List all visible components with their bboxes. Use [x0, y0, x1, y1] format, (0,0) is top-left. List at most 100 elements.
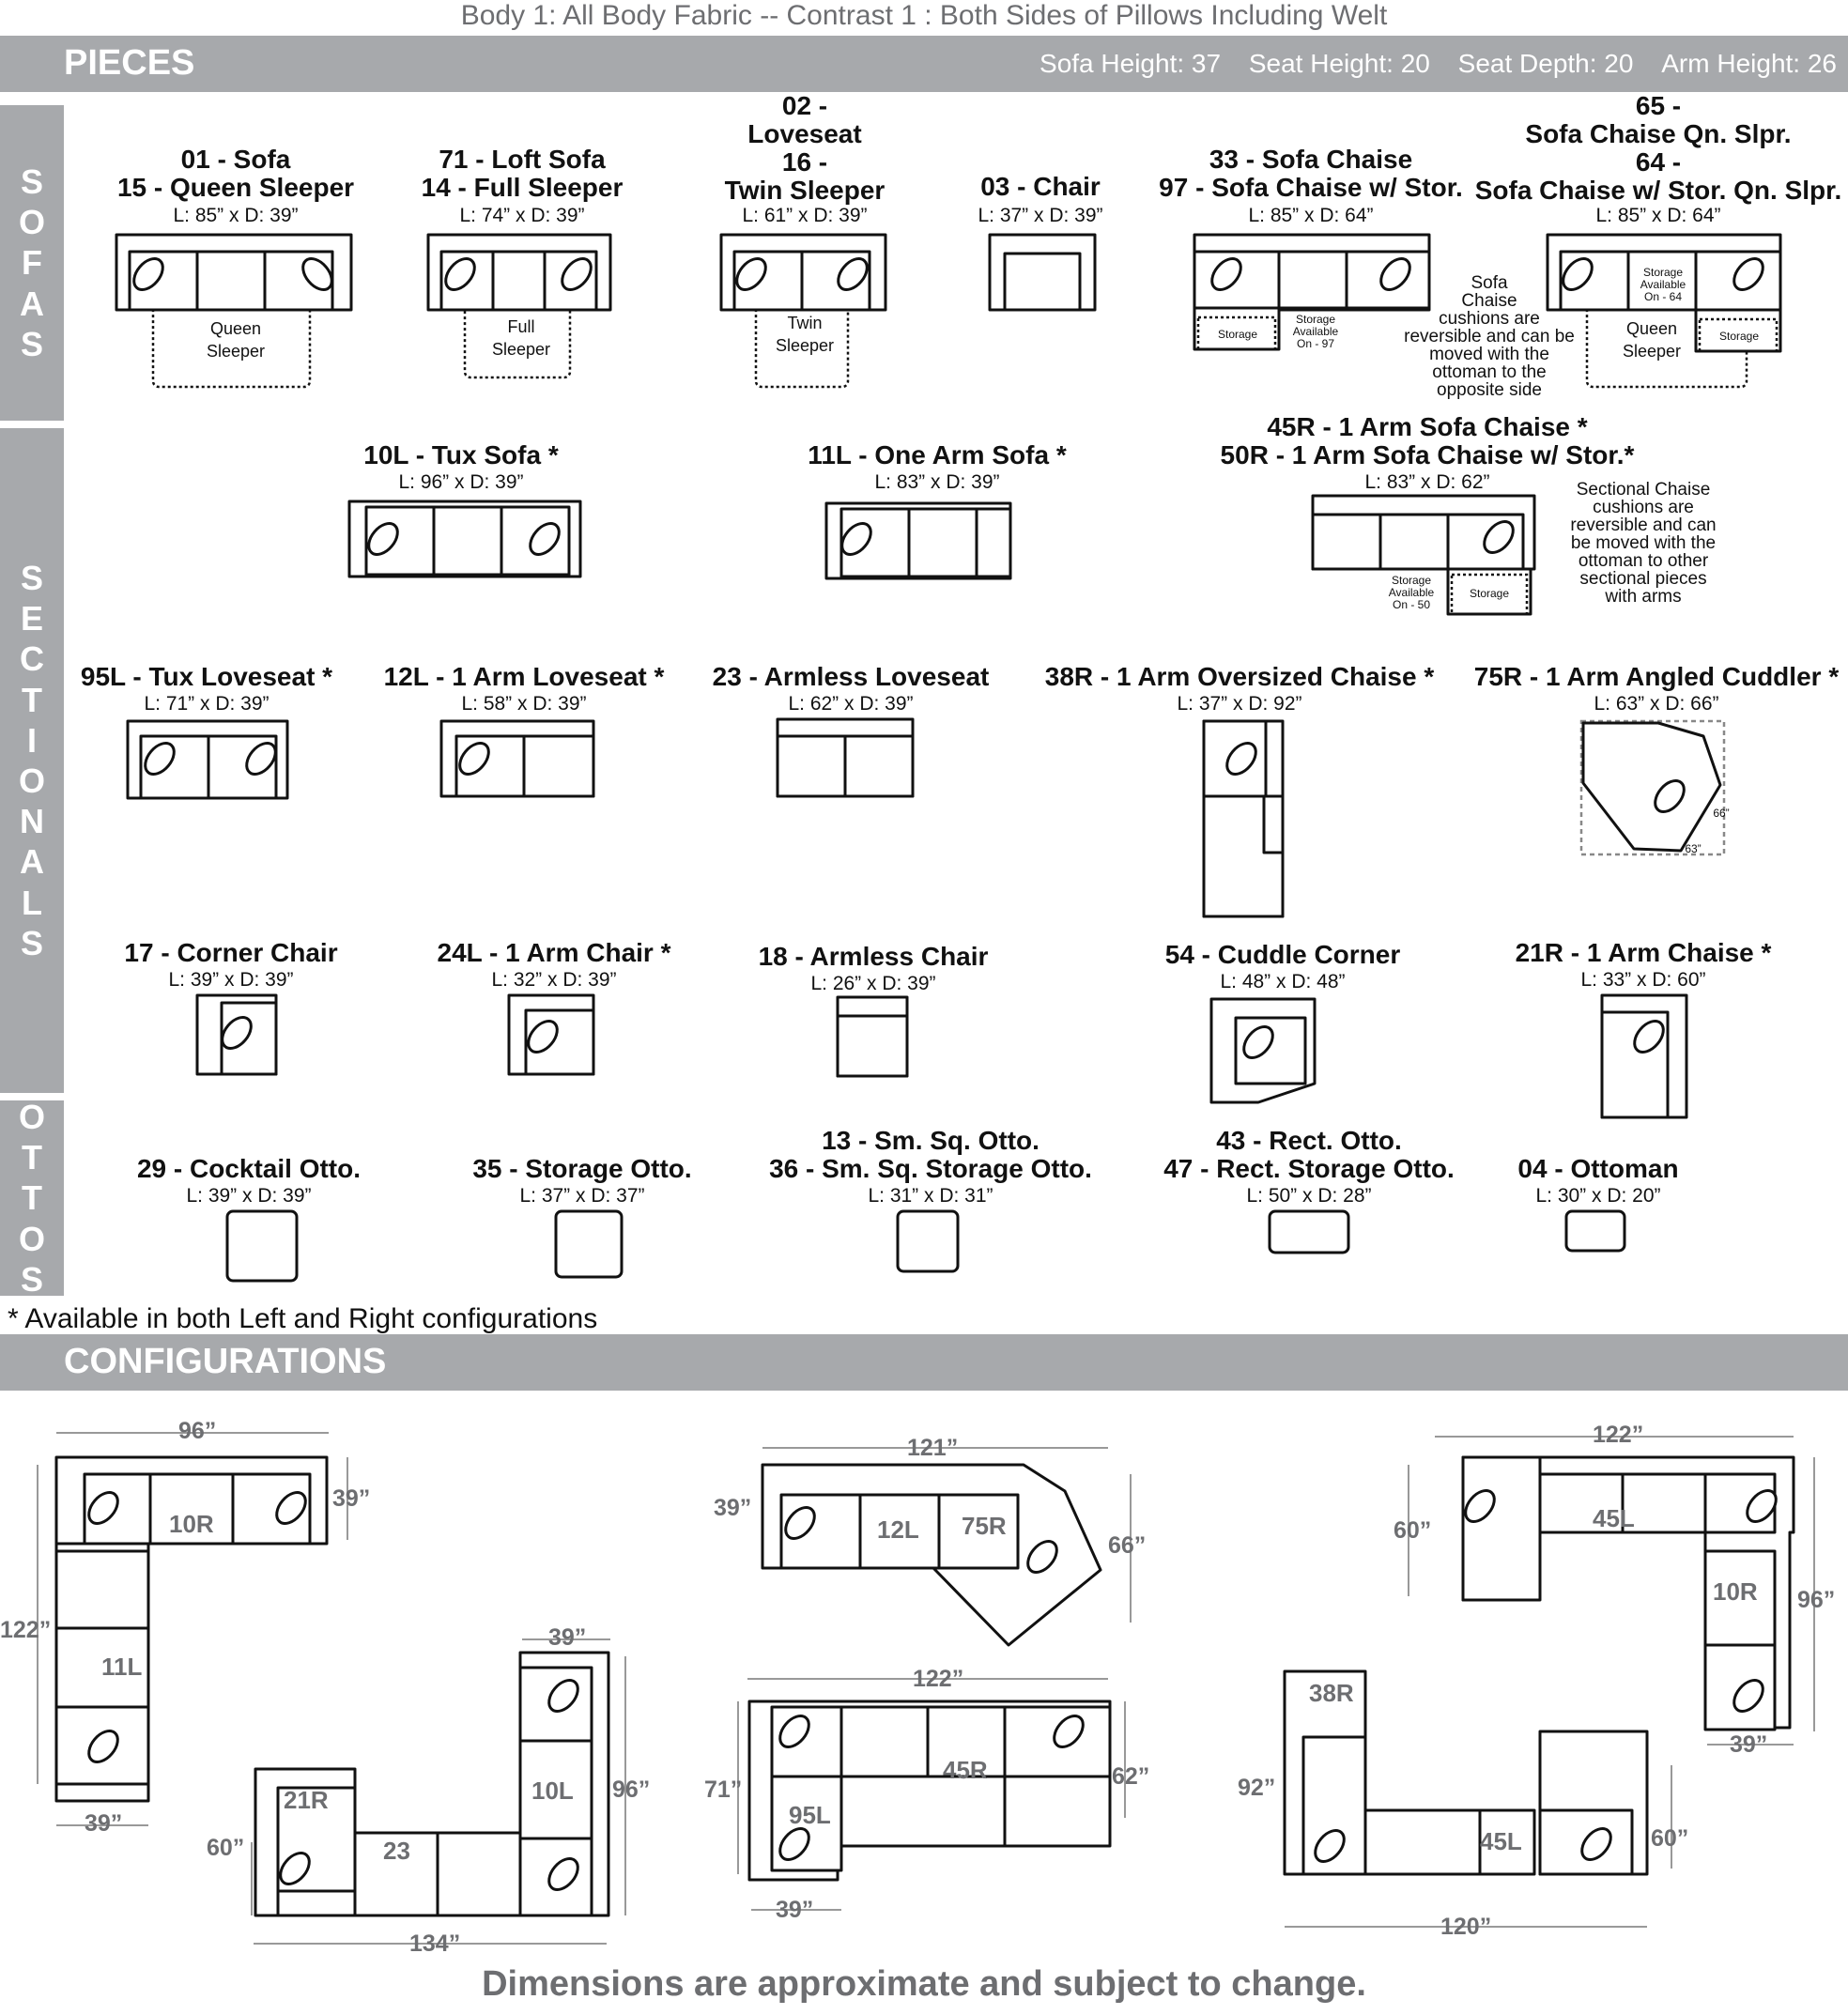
ottoman-29-drawing — [225, 1209, 299, 1283]
sectional-54-label: 54 - Cuddle Corner — [1164, 940, 1401, 969]
sectional-21r-drawing — [1600, 993, 1688, 1119]
sofa-height: Sofa Height: 37 — [1040, 49, 1222, 78]
sectional-75r-label: 75R - 1 Arm Angled Cuddler * — [1473, 662, 1840, 691]
ottoman-13-drawing — [896, 1209, 960, 1273]
sofa-chaise-33-storage: Storage — [1217, 328, 1258, 341]
sectional-12l-label: 12L - 1 Arm Loveseat * — [383, 662, 665, 691]
seat-height: Seat Height: 20 — [1248, 49, 1430, 78]
sofa-01-drawing — [115, 233, 353, 389]
config-3-right-dim: 66” — [1108, 1532, 1147, 1559]
configurations-title: CONFIGURATIONS — [64, 1342, 387, 1381]
config-2-bottom-dim: 134” — [409, 1930, 461, 1957]
sectional-45r-storage: Storage — [1469, 587, 1510, 600]
config-3-label-75r: 75R — [962, 1512, 1007, 1540]
sectional-24l-label: 24L - 1 Arm Chair * — [437, 938, 671, 967]
sectional-23-dim: L: 62” x D: 39” — [788, 693, 914, 715]
sofa-chaise-33-drawing — [1193, 233, 1431, 351]
sofa-chaise-65-label: 65 -Sofa Chaise Qn. Slpr.64 -Sofa Chaise… — [1474, 91, 1842, 205]
config-2-label-10l: 10L — [531, 1777, 574, 1805]
sofa-chaise-33-dim: L: 85” x D: 64” — [1248, 205, 1374, 226]
sectional-24l-drawing — [507, 993, 595, 1076]
loveseat-02-drawing — [719, 233, 887, 389]
config-4-label-95l: 95L — [789, 1801, 831, 1829]
sectional-23-drawing — [776, 717, 915, 798]
config-5-bottom-dim: 39” — [1730, 1731, 1768, 1758]
config-3-left-dim: 39” — [714, 1495, 752, 1521]
sectional-45r-label: 45R - 1 Arm Sofa Chaise *50R - 1 Arm Sof… — [1220, 412, 1635, 469]
config-4-drawing — [737, 1678, 1126, 1911]
sectional-18-label: 18 - Armless Chair — [758, 942, 989, 971]
sectional-12l-dim: L: 58” x D: 39” — [461, 693, 587, 715]
chair-03-drawing — [988, 233, 1097, 312]
sectional-75r-dim-63: 63” — [1685, 842, 1702, 855]
config-4-bottom-dim: 39” — [776, 1897, 814, 1923]
pieces-title: PIECES — [64, 43, 195, 83]
sectional-38r-label: 38R - 1 Arm Oversized Chaise * — [1044, 662, 1435, 691]
sectional-10l-drawing — [347, 500, 582, 578]
sectional-10l-dim: L: 96” x D: 39” — [398, 471, 524, 493]
sectional-18-drawing — [836, 995, 909, 1078]
sectional-75r-drawing — [1579, 719, 1726, 856]
ottoman-04-drawing — [1564, 1209, 1626, 1253]
sectional-38r-dim: L: 37” x D: 92” — [1177, 693, 1302, 715]
ottoman-13-dim: L: 31” x D: 31” — [868, 1185, 993, 1207]
ottoman-35-drawing — [554, 1209, 624, 1279]
config-5-left-dim: 60” — [1394, 1517, 1432, 1544]
config-3-label-12l: 12L — [877, 1515, 919, 1544]
sectional-21r-dim: L: 33” x D: 60” — [1580, 969, 1706, 991]
sectional-95l-label: 95L - Tux Loveseat * — [80, 662, 333, 691]
ottoman-43-dim: L: 50” x D: 28” — [1246, 1185, 1372, 1207]
sectional-54-dim: L: 48” x D: 48” — [1220, 971, 1346, 992]
sectional-24l-dim: L: 32” x D: 39” — [491, 969, 617, 991]
config-5-label-10r: 10R — [1713, 1577, 1758, 1606]
sectional-11l-label: 11L - One Arm Sofa * — [808, 440, 1067, 469]
loveseat-02-dim: L: 61” x D: 39” — [742, 205, 868, 226]
config-4-label-45r: 45R — [943, 1756, 988, 1784]
config-1-top-dim: 96” — [178, 1418, 217, 1444]
ottoman-35-label: 35 - Storage Otto. — [472, 1154, 692, 1183]
config-3-drawing — [761, 1447, 1132, 1647]
config-1-bottom-dim: 39” — [85, 1810, 123, 1837]
sofa-chaise-65-storage: Storage — [1718, 330, 1760, 343]
seat-depth: Seat Depth: 20 — [1457, 49, 1634, 78]
config-5-right-dim: 96” — [1797, 1587, 1836, 1613]
config-2-right-dim: 96” — [612, 1777, 651, 1803]
sectional-54-drawing — [1209, 997, 1317, 1104]
config-2-label-23: 23 — [383, 1837, 410, 1865]
config-6-label-45l: 45L — [1480, 1827, 1522, 1855]
sectional-12l-drawing — [439, 719, 595, 798]
sofa-01-dim: L: 85” x D: 39” — [173, 205, 299, 226]
config-1-right-dim: 39” — [332, 1485, 371, 1512]
chair-03-dim: L: 37” x D: 39” — [978, 205, 1103, 226]
sofa-71-drawing — [426, 233, 612, 379]
config-4-right-dim: 62” — [1112, 1763, 1150, 1790]
config-2-drawing — [251, 1638, 626, 1945]
config-6-bottom-dim: 120” — [1440, 1914, 1492, 1940]
chair-03-label: 03 - Chair — [980, 172, 1101, 201]
availability-note: * Available in both Left and Right confi… — [8, 1303, 598, 1334]
sectional-95l-dim: L: 71” x D: 39” — [144, 693, 270, 715]
config-6-drawing — [1283, 1669, 1672, 1928]
config-1-drawing — [37, 1432, 348, 1826]
footer-disclaimer: Dimensions are approximate and subject t… — [482, 1964, 1366, 2004]
config-5-drawing — [1408, 1436, 1815, 1746]
config-5-label-45l: 45L — [1593, 1504, 1635, 1532]
config-1-left-dim: 122” — [0, 1617, 52, 1643]
ottoman-04-label: 04 - Ottoman — [1517, 1154, 1679, 1183]
config-6-label-38r: 38R — [1309, 1679, 1354, 1707]
sectional-38r-drawing — [1202, 719, 1285, 918]
